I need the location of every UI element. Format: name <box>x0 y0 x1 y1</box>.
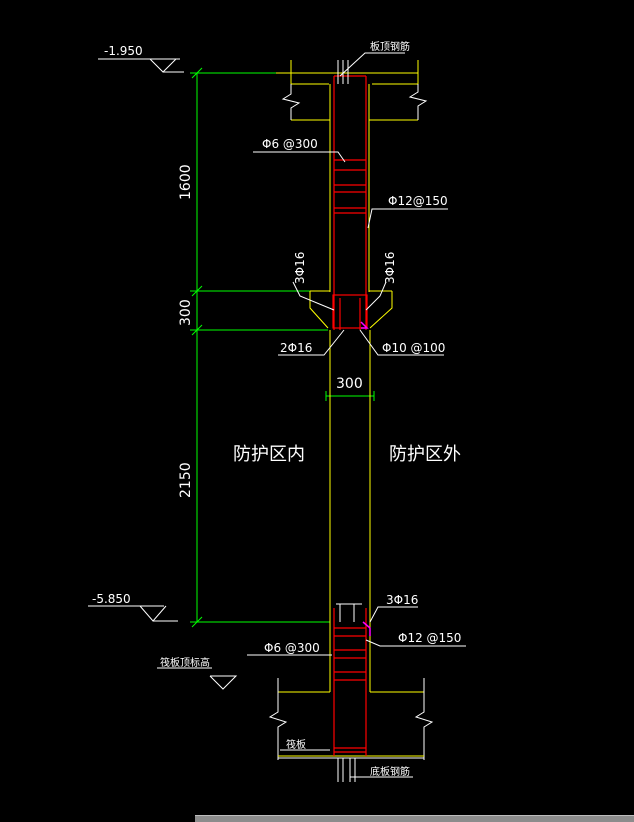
vertical-rebar-bottom-label: Φ12 @150 <box>398 631 461 645</box>
dim-300: 300 <box>178 299 194 326</box>
bar-bottom-label: 2Φ16 <box>280 341 312 355</box>
bar-lower-label: 3Φ16 <box>386 593 418 607</box>
wall-thickness-dim: 300 <box>336 376 363 392</box>
elevation-symbol-top <box>98 58 184 73</box>
dim-1600: 1600 <box>178 164 194 200</box>
horizontal-scrollbar[interactable] <box>195 815 634 822</box>
dim-2150: 2150 <box>178 462 194 498</box>
elevation-top: -1.950 <box>104 44 143 58</box>
bar-left-label: 3Φ16 <box>293 252 307 284</box>
stirrup-top-label: Φ6 @300 <box>262 137 318 151</box>
wall-outline <box>268 60 434 760</box>
rebar <box>332 75 368 756</box>
leader-lines <box>157 52 466 778</box>
bar-right-label: 3Φ16 <box>383 252 397 284</box>
detail-lines <box>336 60 362 782</box>
raft-elevation-label: 筏板顶标高 <box>160 656 210 669</box>
top-slab-rebar-label: 板顶钢筋 <box>370 40 410 53</box>
raft-label: 筏板 <box>286 738 306 751</box>
dimension-lines <box>190 67 375 628</box>
accent-marks <box>360 321 371 636</box>
elevation-symbol-raft <box>209 675 238 690</box>
stirrup-mid-label: Φ10 @100 <box>382 341 445 355</box>
stirrup-bottom-label: Φ6 @300 <box>264 641 320 655</box>
vertical-rebar-top-label: Φ12@150 <box>388 194 448 208</box>
bottom-slab-rebar-label: 底板钢筋 <box>370 765 410 778</box>
elevation-bottom: -5.850 <box>92 592 131 606</box>
elevation-symbol-bottom <box>88 605 178 622</box>
zone-inner-label: 防护区内 <box>233 444 305 465</box>
zone-outer-label: 防护区外 <box>389 444 461 465</box>
